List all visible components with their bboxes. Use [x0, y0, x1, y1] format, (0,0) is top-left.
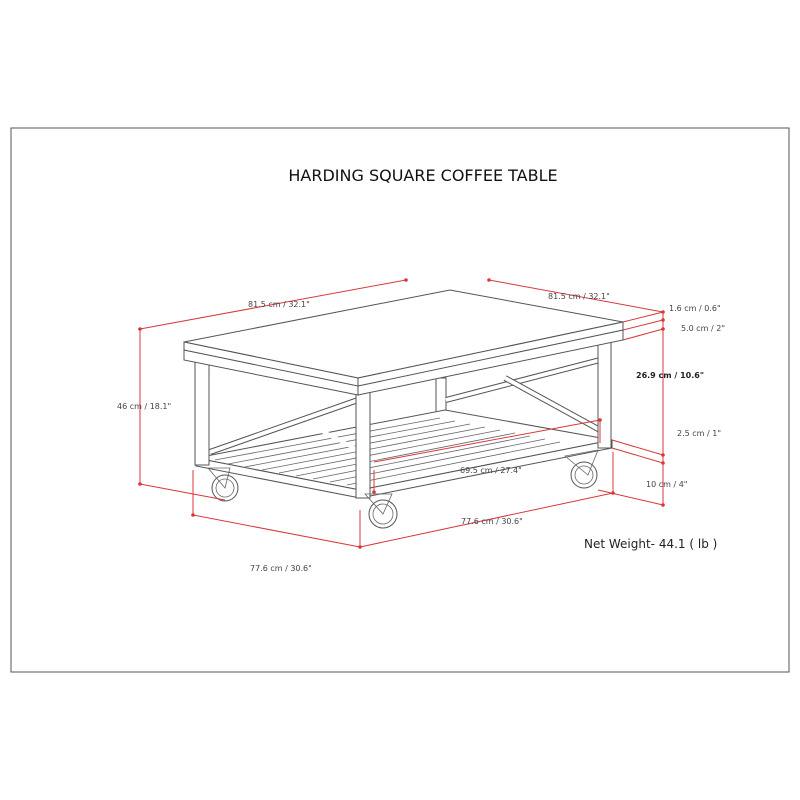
- label-shelf-thickness: 2.5 cm / 1": [677, 429, 721, 438]
- diagram-title: HARDING SQUARE COFFEE TABLE: [288, 166, 557, 185]
- wheel: [564, 449, 599, 489]
- label-top-thickness: 1.6 cm / 0.6": [669, 304, 721, 313]
- label-clearance-height: 26.9 cm / 10.6": [636, 371, 704, 380]
- dimension-lines: [138, 278, 665, 549]
- wheel: [364, 493, 398, 529]
- dimension-labels: 81.5 cm / 32.1" 81.5 cm / 32.1" 1.6 cm /…: [117, 292, 725, 573]
- label-shelf-depth: 69.5 cm / 27.4": [460, 466, 522, 475]
- label-wheel-height: 10 cm / 4": [646, 480, 687, 489]
- table-drawing: [183, 289, 624, 529]
- label-overall-height: 46 cm / 18.1": [117, 402, 171, 411]
- frame-border: [10, 127, 790, 673]
- label-base-length-left: 77.6 cm / 30.6": [250, 564, 312, 573]
- label-base-length-right: 77.6 cm / 30.6": [461, 517, 523, 526]
- label-top-length-right: 81.5 cm / 32.1": [548, 292, 610, 301]
- wheel: [207, 467, 239, 502]
- label-top-length-left: 81.5 cm / 32.1": [248, 300, 310, 309]
- net-weight: Net Weight- 44.1 ( lb ): [584, 537, 717, 551]
- label-apron-height: 5.0 cm / 2": [681, 324, 725, 333]
